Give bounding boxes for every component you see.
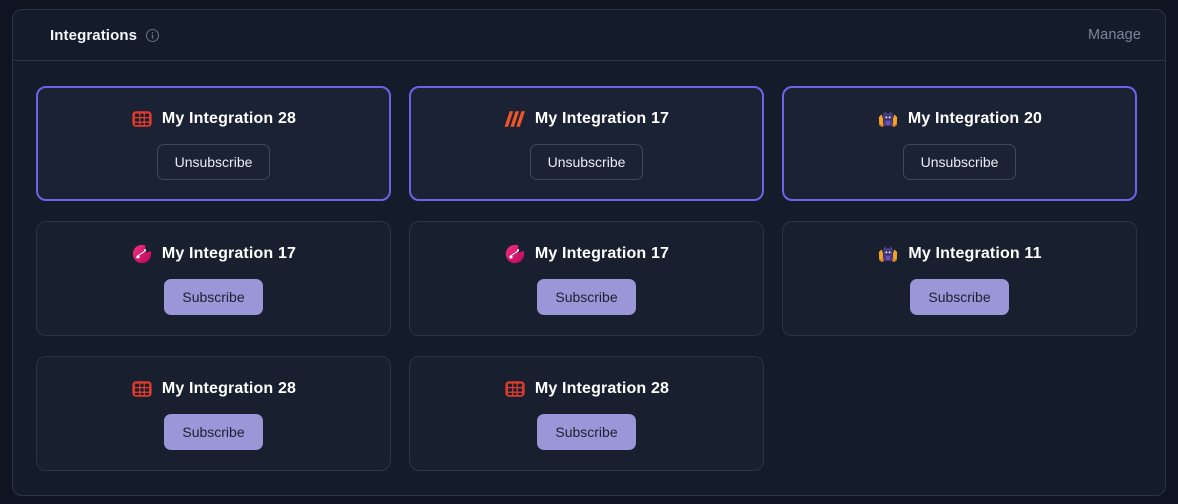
- integration-title: My Integration 28: [161, 379, 297, 397]
- integration-card-header: My Integration 20: [877, 108, 1042, 130]
- integration-card-header: My Integration 28: [131, 108, 296, 130]
- integration-card[interactable]: My Integration 11 Subscribe: [782, 221, 1137, 336]
- redis-grid-icon: [504, 378, 526, 400]
- subscribe-button[interactable]: Subscribe: [537, 278, 636, 315]
- info-circle-icon[interactable]: [145, 28, 160, 43]
- integration-card-header: My Integration 17: [131, 243, 296, 265]
- unsubscribe-button[interactable]: Unsubscribe: [156, 143, 271, 180]
- pixel-mascot-icon: [877, 243, 899, 265]
- integration-card-header: My Integration 17: [504, 108, 669, 130]
- subscribe-button[interactable]: Subscribe: [164, 278, 263, 315]
- swirl-circle-icon: [504, 243, 526, 265]
- manage-link[interactable]: Manage: [1088, 27, 1141, 43]
- integration-card[interactable]: My Integration 17 Subscribe: [36, 221, 391, 336]
- unsubscribe-button[interactable]: Unsubscribe: [529, 143, 644, 180]
- integrations-panel: Integrations Manage My Integration 28 Uns…: [12, 9, 1166, 496]
- panel-header-left: Integrations: [50, 27, 160, 44]
- integration-title: My Integration 11: [908, 244, 1042, 262]
- swirl-circle-icon: [131, 243, 153, 265]
- subscribe-button[interactable]: Subscribe: [164, 413, 263, 450]
- integration-card-header: My Integration 11: [877, 243, 1041, 265]
- integration-title: My Integration 28: [161, 109, 297, 127]
- integration-card[interactable]: My Integration 20 Unsubscribe: [782, 86, 1137, 201]
- redis-grid-icon: [131, 108, 153, 130]
- subscribe-button[interactable]: Subscribe: [910, 278, 1009, 315]
- subscribe-button[interactable]: Subscribe: [537, 413, 636, 450]
- mapbox-bars-icon: [504, 108, 526, 130]
- integration-card-header: My Integration 28: [131, 378, 296, 400]
- integration-card[interactable]: My Integration 17 Subscribe: [409, 221, 764, 336]
- unsubscribe-button[interactable]: Unsubscribe: [902, 143, 1017, 180]
- integration-card-header: My Integration 28: [504, 378, 669, 400]
- integration-card[interactable]: My Integration 17 Unsubscribe: [409, 86, 764, 201]
- integration-title: My Integration 20: [907, 109, 1043, 127]
- integration-card[interactable]: My Integration 28 Subscribe: [409, 356, 764, 471]
- integration-title: My Integration 17: [534, 109, 670, 127]
- integration-title: My Integration 17: [161, 244, 297, 262]
- integration-title: My Integration 28: [534, 379, 670, 397]
- redis-grid-icon: [131, 378, 153, 400]
- integration-title: My Integration 17: [534, 244, 670, 262]
- panel-header: Integrations Manage: [13, 10, 1165, 61]
- pixel-mascot-icon: [877, 108, 899, 130]
- integration-card[interactable]: My Integration 28 Unsubscribe: [36, 86, 391, 201]
- page-title: Integrations: [50, 26, 138, 44]
- integration-card-header: My Integration 17: [504, 243, 669, 265]
- integration-card[interactable]: My Integration 28 Subscribe: [36, 356, 391, 471]
